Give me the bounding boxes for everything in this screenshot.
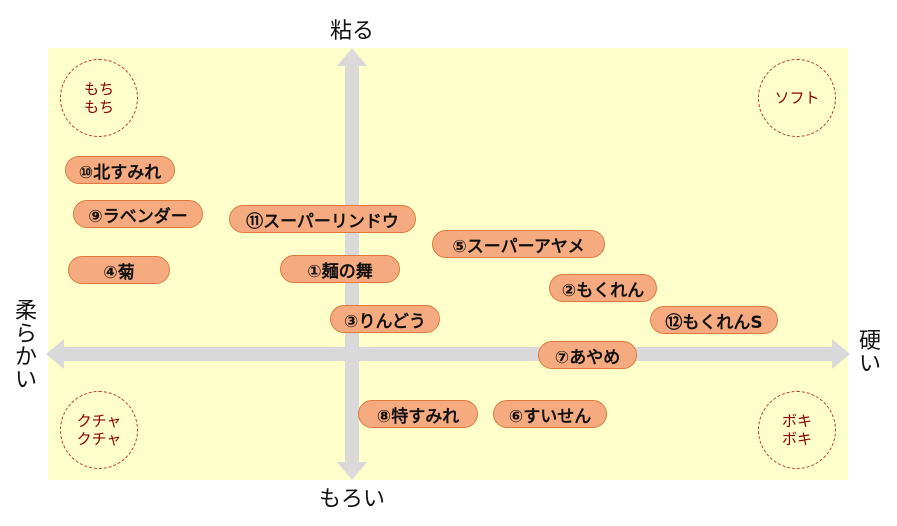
axis-label-bottom: もろい — [318, 487, 385, 512]
corner-label-top-left: もち もち — [60, 59, 138, 137]
axis-label-top: 粘る — [329, 19, 374, 44]
top-arrowhead — [337, 48, 367, 66]
corner-label-bottom-right: ボキ ボキ — [758, 391, 836, 469]
item-super-ayame: ⑤スーパーアヤメ — [432, 230, 605, 258]
item-super-rindou: ⑪スーパーリンドウ — [229, 205, 416, 233]
item-men-no-mai: ①麺の舞 — [280, 255, 400, 283]
bottom-arrowhead — [337, 462, 367, 480]
right-arrowhead — [832, 339, 850, 369]
item-ayame: ⑦あやめ — [538, 341, 637, 369]
item-toku-sumire: ⑧特すみれ — [358, 400, 478, 428]
left-arrowhead — [46, 339, 64, 369]
item-suisen: ⑥すいせん — [493, 400, 607, 428]
corner-label-bottom-left: クチャ クチャ — [60, 391, 138, 469]
item-lavender: ⑨ラベンダー — [73, 200, 203, 228]
item-rindou: ③りんどう — [330, 305, 440, 333]
item-mokuren: ②もくれん — [549, 274, 657, 302]
axis-label-right: 硬 い — [858, 329, 881, 378]
item-mokuren-s: ⑫もくれんS — [650, 306, 778, 334]
item-kita-sumire: ⑩北すみれ — [65, 156, 175, 184]
corner-label-top-right: ソフト — [758, 59, 836, 137]
horizontal-axis — [62, 347, 834, 361]
axis-label-left: 柔 ら か い — [14, 299, 37, 394]
item-kiku: ④菊 — [68, 256, 170, 284]
